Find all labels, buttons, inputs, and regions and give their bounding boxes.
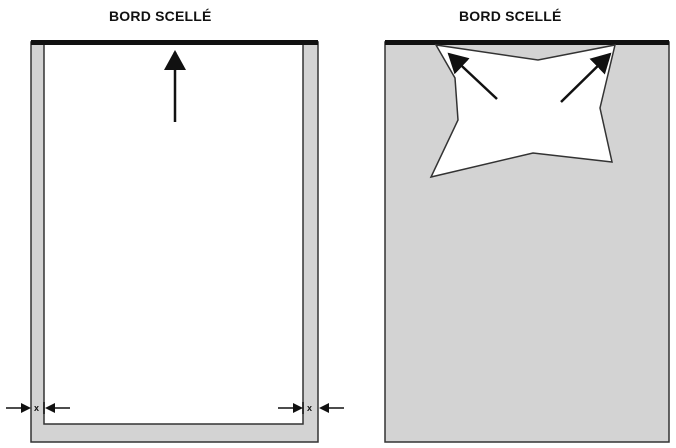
right-sealed-edge: [385, 40, 669, 45]
left-margin-label: x: [34, 403, 39, 413]
left-envelope-inner-sheet: [43, 41, 304, 425]
diagonal-left-arrow-icon: [447, 52, 498, 100]
right-panel: [384, 40, 670, 443]
left-panel-title: BORD SCELLÉ: [109, 8, 212, 24]
left-sealed-edge: [31, 40, 318, 45]
torn-opening-shape: [429, 44, 616, 179]
right-margin-indicator: x: [278, 402, 344, 414]
left-panel: x x: [6, 40, 344, 443]
left-margin-indicator: x: [6, 402, 70, 414]
right-panel-title: BORD SCELLÉ: [459, 8, 562, 24]
diagonal-right-arrow-icon: [560, 52, 612, 103]
right-margin-label: x: [307, 403, 312, 413]
